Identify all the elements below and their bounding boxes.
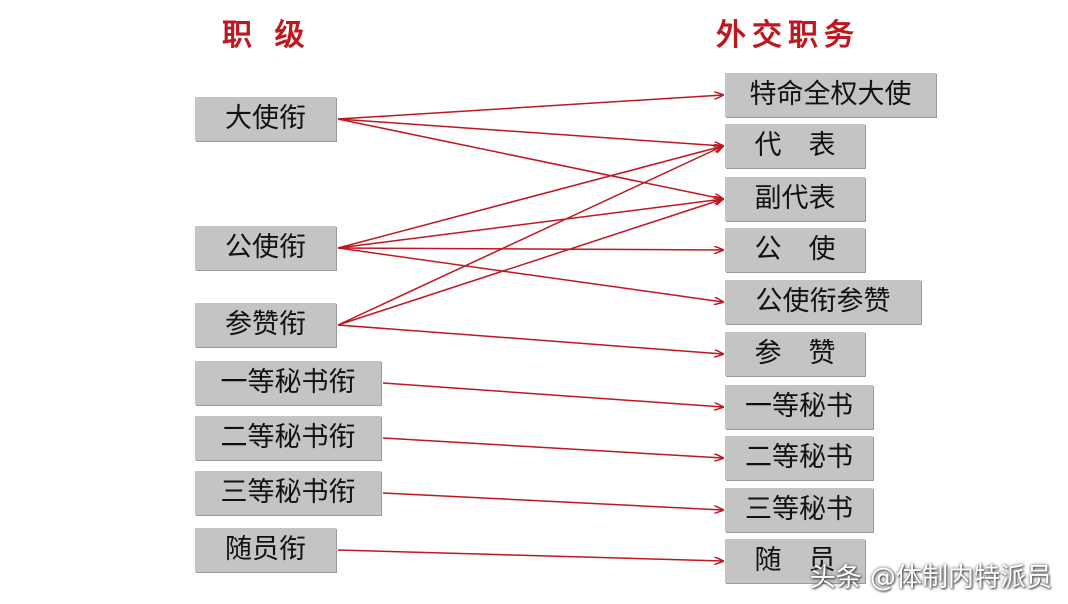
watermark: 头条 @体制内特派员 [809,563,1052,593]
post-box-counsellor: 参 赞 [725,332,865,376]
post-box-representative: 代 表 [725,124,865,168]
post-box-attache: 随 员 [725,539,865,583]
arrow-minister-to-representative [337,146,723,249]
arrow-minister-to-minister-counsellor [337,247,723,302]
rank-box-second-secretary: 二等秘书衔 [195,416,381,460]
arrow-attache-to-attache [337,549,723,561]
arrow-counsellor-to-counsellor [337,324,723,354]
arrow-minister-to-minister [337,248,723,250]
post-box-deputy-representative: 副代表 [725,177,865,221]
rank-box-attache: 随员衔 [195,528,336,572]
arrow-counsellor-to-representative [337,146,723,326]
arrow-ambassador-to-representative [337,118,723,146]
rank-box-third-secretary: 三等秘书衔 [195,471,381,515]
arrow-third-secretary-to-third-secretary [382,492,723,510]
rank-box-minister: 公使衔 [195,226,336,270]
arrow-ambassador-to-ambassador-plenipotentiary [337,95,723,120]
arrow-second-secretary-to-second-secretary [382,437,723,458]
rank-box-first-secretary: 一等秘书衔 [195,361,381,405]
post-box-minister-counsellor: 公使衔参赞 [725,280,921,324]
arrow-counsellor-to-deputy-representative [337,199,723,326]
post-box-minister: 公 使 [725,228,865,272]
post-box-second-secretary: 二等秘书 [725,436,873,480]
post-heading: 外交职务 [716,18,860,53]
arrow-minister-to-deputy-representative [337,199,723,249]
rank-box-ambassador: 大使衔 [195,97,336,141]
arrow-ambassador-to-deputy-representative [337,118,723,199]
post-box-ambassador-plenipotentiary: 特命全权大使 [725,73,936,117]
arrow-first-secretary-to-first-secretary [382,382,723,407]
post-box-third-secretary: 三等秘书 [725,488,873,532]
rank-box-counsellor: 参赞衔 [195,303,336,347]
rank-heading: 职 级 [222,18,311,53]
post-box-first-secretary: 一等秘书 [725,385,873,429]
